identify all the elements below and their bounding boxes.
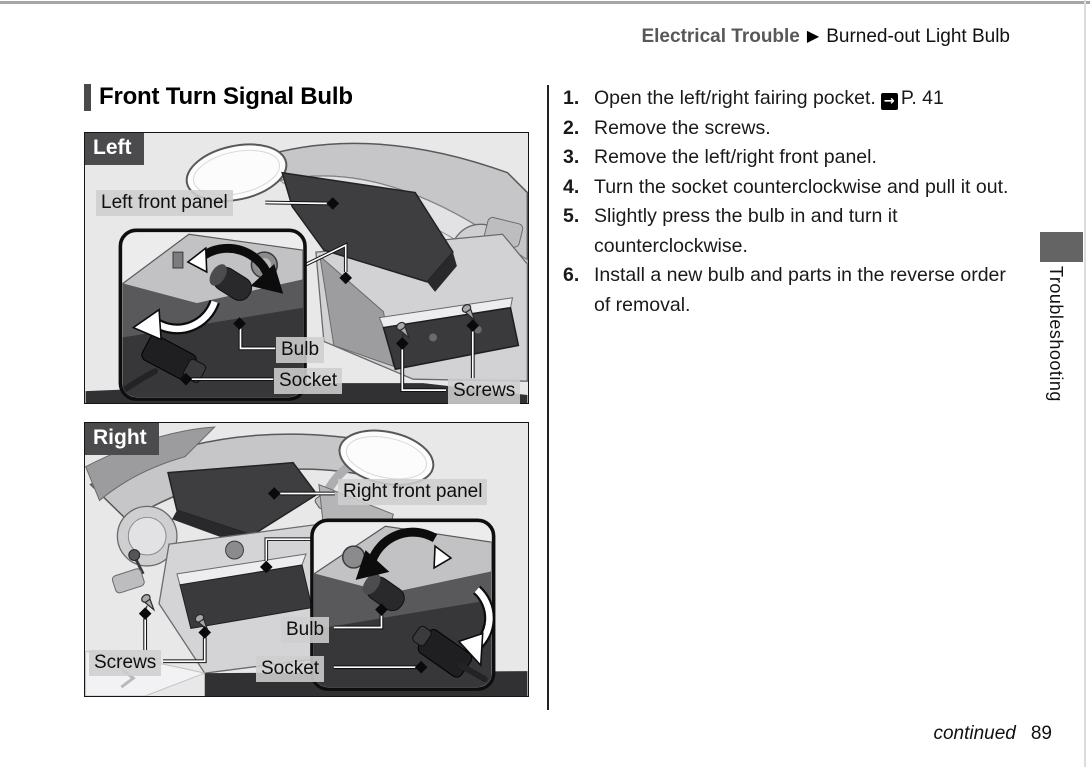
step-number: 3.: [563, 146, 580, 168]
step-number: 4.: [563, 175, 580, 198]
step-text: Open the left/right fairing pocket.→P. 4…: [594, 84, 1015, 114]
inset-view: [310, 518, 496, 691]
inset-connector: [304, 242, 353, 285]
mirror: [314, 429, 435, 510]
diamond-markers: [179, 197, 480, 386]
callout-screws: Screws: [89, 650, 162, 676]
inset-view: [118, 228, 307, 401]
continued-label: continued: [933, 723, 1016, 744]
front-panel: [281, 171, 457, 292]
rotation-arrow-black: [186, 243, 284, 294]
section-title: Front Turn Signal Bulb: [84, 83, 353, 111]
breadcrumb-subsection: Burned-out Light Bulb: [826, 26, 1010, 47]
step-text: Install a new bulb and parts in the reve…: [594, 264, 1006, 316]
top-rule: [0, 1, 1090, 4]
tank-and-controls: [111, 505, 178, 594]
step-number: 5.: [563, 205, 580, 227]
callout-bulb: Bulb: [281, 617, 330, 643]
column-divider: [547, 85, 549, 710]
leader-lines: [143, 491, 417, 670]
callout-bulb: Bulb: [276, 337, 325, 363]
body-panels: [315, 233, 528, 382]
rotation-arrow-white: [131, 299, 220, 341]
diagram-right-side: Right Right front panel Bulb Socket Scre…: [84, 422, 529, 697]
callout-socket: Socket: [256, 656, 325, 682]
diamond-markers: [138, 487, 428, 674]
step-text-main: Open the left/right fairing pocket.: [594, 87, 876, 109]
page-footer: continued 89: [933, 723, 1052, 745]
arrow-right-icon: ▶: [806, 26, 820, 45]
step-number: 1.: [563, 87, 580, 109]
page-ref-icon: →: [880, 93, 898, 110]
step-text: Remove the screws.: [594, 116, 771, 139]
chapter-tab-marker: [1040, 232, 1083, 262]
callout-screws: Screws: [448, 378, 521, 404]
chapter-tab-label: Troubleshooting: [1046, 266, 1066, 402]
diagram-tag-right: Right: [85, 423, 159, 455]
screw-icons: [141, 594, 209, 632]
callout-socket: Socket: [274, 368, 343, 394]
step-4: 4. Turn the socket counterclockwise and …: [563, 173, 1015, 203]
step-6: 6. Install a new bulb and parts in the r…: [563, 261, 1015, 320]
step-1: 1. Open the left/right fairing pocket.→P…: [563, 84, 1015, 114]
breadcrumb-section: Electrical Trouble: [641, 26, 800, 47]
page-edge-rule: [1084, 0, 1086, 767]
page-ref: P. 41: [900, 87, 944, 109]
step-number: 6.: [563, 264, 580, 286]
page-title: Front Turn Signal Bulb: [99, 83, 353, 110]
inset-connector: [259, 537, 312, 574]
rotation-arrow-white: [457, 585, 495, 668]
diagram-left-side: Left Left front panel Bulb Socket Screws: [84, 132, 529, 404]
rotation-arrow-black: [355, 527, 453, 580]
leader-lines: [188, 200, 475, 392]
instruction-steps: 1. Open the left/right fairing pocket.→P…: [563, 84, 1015, 320]
step-text: Remove the left/right front panel.: [594, 146, 877, 168]
breadcrumb: Electrical Trouble ▶ Burned-out Light Bulb: [641, 26, 1010, 48]
left-diagram-art: [85, 142, 528, 403]
step-5: 5. Slightly press the bulb in and turn i…: [563, 202, 1015, 261]
diagram-tag-left: Left: [85, 133, 144, 165]
bulb: [362, 573, 405, 612]
page-number: 89: [1030, 723, 1052, 744]
step-2: 2. Remove the screws.: [563, 114, 1015, 144]
callout-right-front-panel: Right front panel: [338, 479, 488, 505]
step-text: Slightly press the bulb in and turn it c…: [594, 205, 898, 257]
bulb: [209, 264, 253, 301]
step-number: 2.: [563, 116, 580, 139]
title-accent-bar: [84, 83, 91, 111]
callout-left-front-panel: Left front panel: [96, 190, 233, 216]
screw-icons: [396, 303, 476, 340]
step-text: Turn the socket counterclockwise and pul…: [594, 175, 1009, 198]
step-3: 3. Remove the left/right front panel.: [563, 143, 1015, 173]
